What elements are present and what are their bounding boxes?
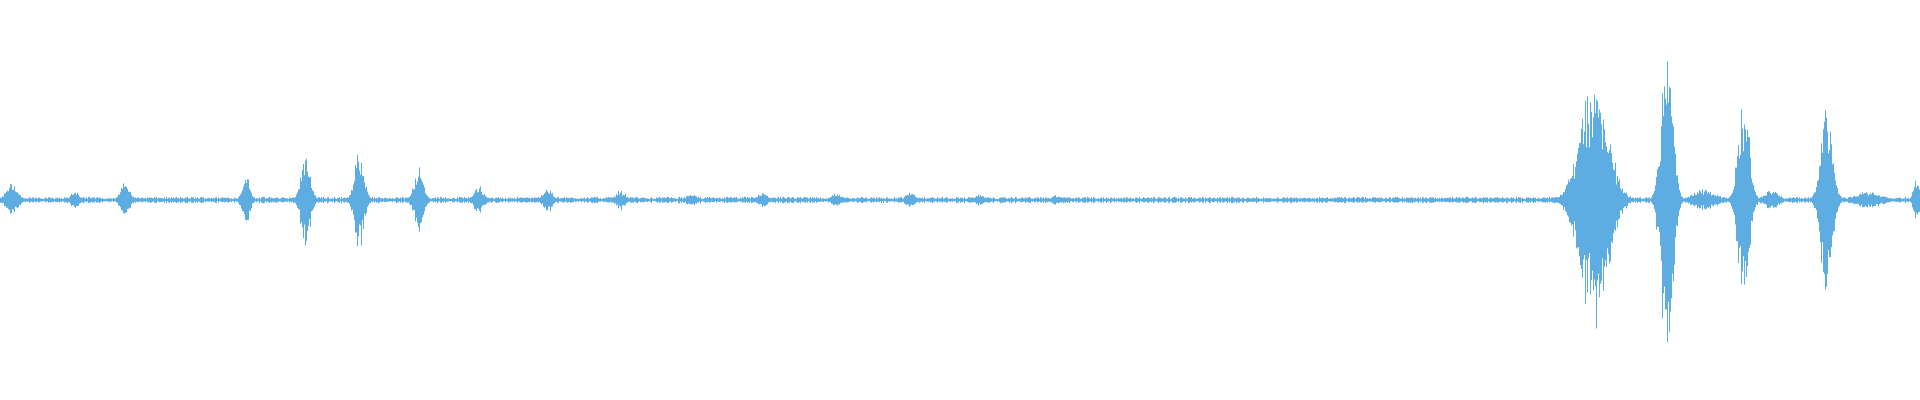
waveform-bars <box>0 61 1920 343</box>
